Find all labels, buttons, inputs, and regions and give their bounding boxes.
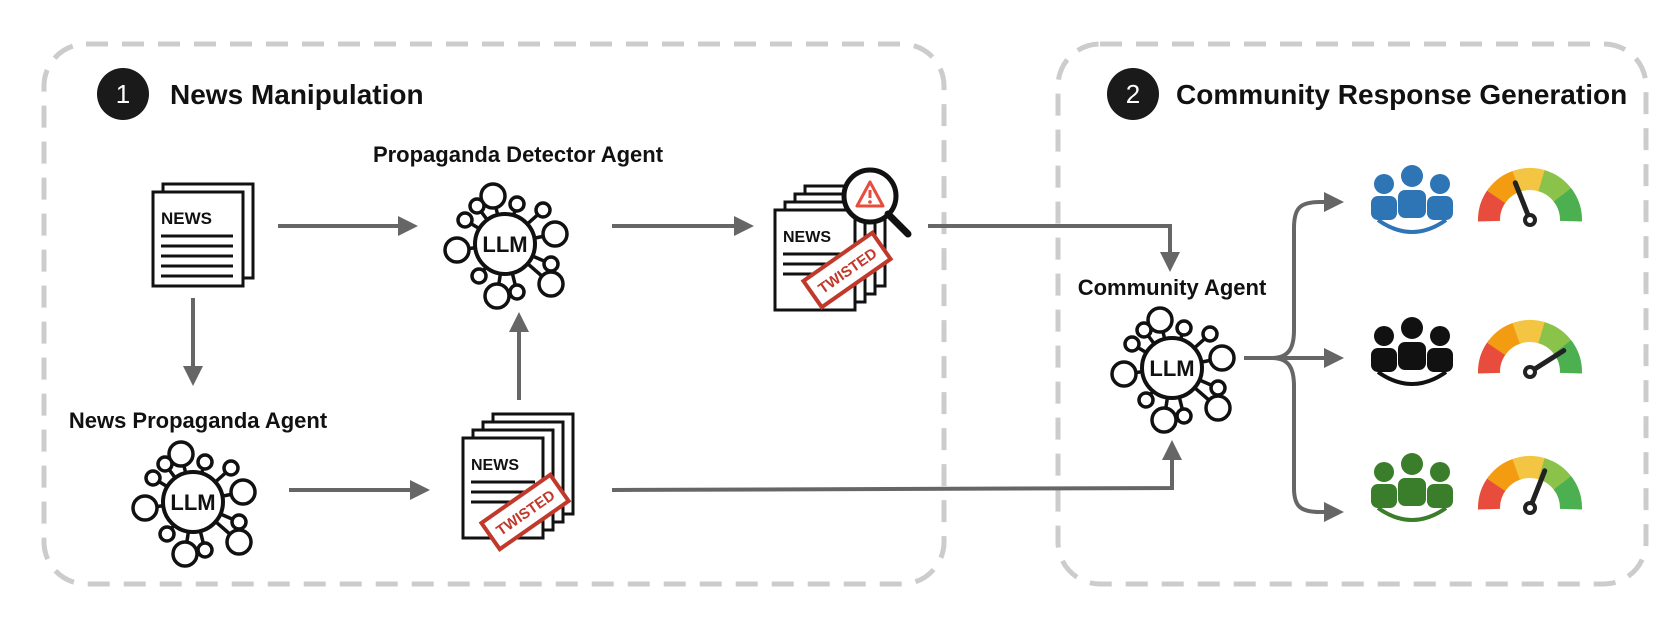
llm-label: LLM [1149, 356, 1194, 381]
community-group-icon [1371, 453, 1453, 522]
llm-community-icon: LLM [1110, 306, 1236, 434]
person-head [1374, 462, 1394, 482]
gauge-segment [1487, 458, 1522, 492]
sentiment-gauge-icon [1478, 456, 1582, 515]
person-body [1398, 342, 1426, 370]
gauge-segment [1553, 188, 1582, 222]
arrow-twisted-to-community [611, 440, 1182, 492]
section-1-title: News Manipulation [170, 79, 424, 110]
group-link [1376, 218, 1448, 234]
twisted-news-stack-icon: NEWS TWISTED [461, 412, 575, 552]
community-groups [1371, 165, 1582, 522]
section-2-number: 2 [1126, 79, 1140, 109]
gauge-segment [1553, 476, 1582, 510]
llm-label: LLM [170, 490, 215, 515]
community-group-icon [1371, 165, 1453, 234]
person-body [1371, 196, 1397, 220]
person-head [1430, 326, 1450, 346]
section-community-response: 2 Community Response Generation [1055, 41, 1649, 587]
section-2-number-badge [1107, 68, 1159, 120]
llm-propaganda-icon: LLM [131, 440, 257, 568]
section-1-number: 1 [116, 79, 130, 109]
person-head [1430, 174, 1450, 194]
flow-arrows [183, 192, 1344, 522]
gauge-segment [1512, 168, 1548, 192]
llm-detector-icon: LLM [443, 182, 569, 310]
section-2-title: Community Response Generation [1176, 79, 1627, 110]
llm-label: LLM [482, 232, 527, 257]
magnifier-warning-icon [841, 167, 912, 238]
news-icon: NEWS [151, 182, 255, 288]
section-news-manipulation: 1 News Manipulation [41, 41, 947, 587]
section-1-border [41, 41, 947, 587]
propaganda-detector-label: Propaganda Detector Agent [373, 142, 664, 167]
sentiment-gauge-icon [1478, 168, 1582, 227]
person-body [1427, 484, 1453, 508]
person-body [1427, 348, 1453, 372]
person-body [1371, 348, 1397, 372]
llm-network-icon [1110, 306, 1236, 434]
gauge-segment [1553, 340, 1582, 374]
gauge-segment [1512, 456, 1548, 480]
person-body [1398, 190, 1426, 218]
llm-network-icon [131, 440, 257, 568]
news-label: NEWS [471, 457, 519, 474]
gauge-segment [1487, 170, 1522, 204]
person-head [1401, 317, 1423, 339]
gauge-pivot-center [1527, 217, 1533, 223]
section-1-number-badge [97, 68, 149, 120]
gauge-pivot-center [1527, 369, 1533, 375]
person-head [1401, 453, 1423, 475]
person-head [1374, 174, 1394, 194]
section-2-border [1055, 41, 1649, 587]
person-body [1371, 484, 1397, 508]
gauge-segment [1512, 320, 1548, 344]
news-propaganda-label: News Propaganda Agent [69, 408, 328, 433]
group-link [1376, 370, 1448, 386]
detected-twisted-news-icon: NEWS TWISTED [773, 167, 912, 312]
person-body [1427, 196, 1453, 220]
person-body [1398, 478, 1426, 506]
gauge-segment [1487, 322, 1522, 356]
community-agent-label: Community Agent [1078, 275, 1267, 300]
gauge-pivot-center [1527, 505, 1533, 511]
arrow-detected-to-community [928, 224, 1180, 272]
arrow-community-branch-bottom [1271, 356, 1344, 522]
community-group-icon [1371, 317, 1453, 386]
sentiment-gauge-icon [1478, 320, 1582, 379]
person-head [1401, 165, 1423, 187]
group-link [1376, 506, 1448, 522]
llm-network-icon [443, 182, 569, 310]
person-head [1374, 326, 1394, 346]
news-label: NEWS [161, 209, 212, 228]
news-label: NEWS [783, 229, 831, 246]
person-head [1430, 462, 1450, 482]
